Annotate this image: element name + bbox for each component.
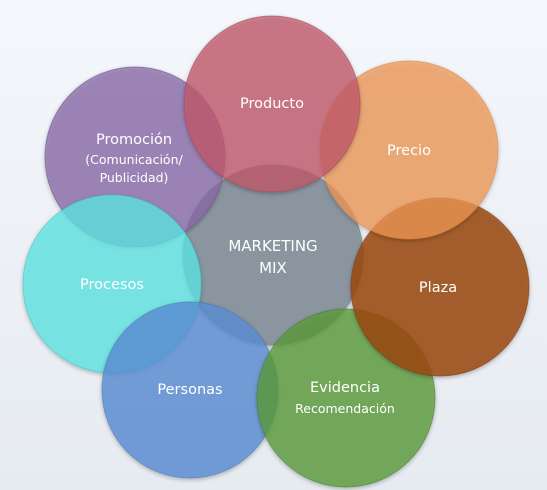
personas-label: Personas bbox=[157, 382, 222, 398]
promocion-sublabel-line2: Publicidad) bbox=[100, 170, 169, 185]
promocion-label: Promoción bbox=[96, 132, 172, 148]
petal-circle-producto bbox=[183, 15, 361, 193]
precio-label: Precio bbox=[387, 143, 431, 159]
center-label-line1: MARKETING bbox=[228, 237, 317, 255]
center-label-line2: MIX bbox=[259, 259, 287, 277]
procesos-label: Procesos bbox=[80, 277, 144, 293]
evidencia-sublabel: Recomendación bbox=[295, 401, 395, 416]
plaza-label: Plaza bbox=[419, 280, 457, 296]
promocion-sublabel-line1: (Comunicación/ bbox=[85, 152, 183, 167]
producto-label: Producto bbox=[240, 96, 304, 112]
evidencia-label: Evidencia bbox=[310, 380, 380, 396]
